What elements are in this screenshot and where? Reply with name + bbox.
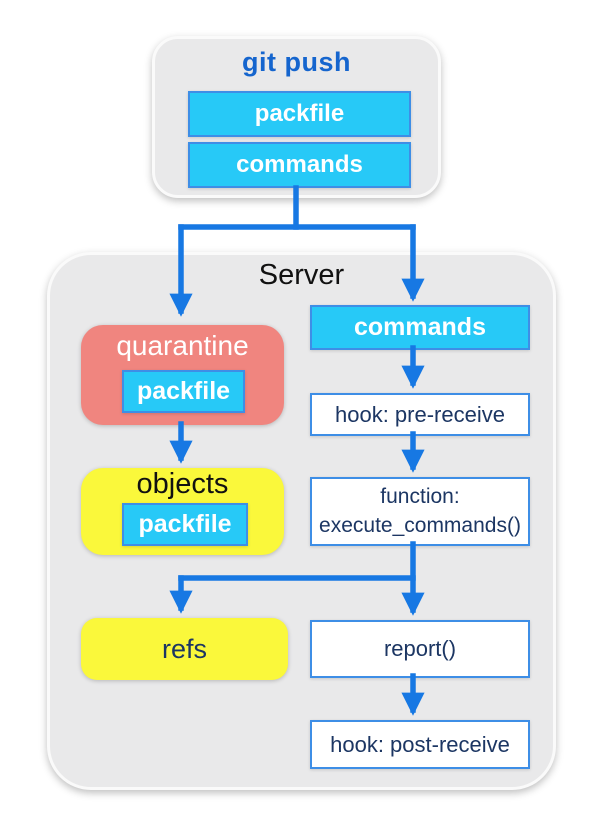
server-commands-box: commands	[310, 305, 530, 350]
server-title: Server	[258, 259, 345, 291]
server-commands-label: commands	[354, 313, 486, 341]
client-title: git push	[242, 47, 351, 77]
objects-label: objects	[136, 468, 229, 500]
execute-commands-box: function: execute_commands()	[310, 477, 530, 546]
quarantine-packfile-label: packfile	[136, 377, 231, 405]
hook-post-receive-box: hook: post-receive	[310, 720, 530, 769]
hook-pre-receive-label: hook: pre-receive	[335, 401, 505, 427]
hook-post-receive-label: hook: post-receive	[330, 731, 510, 757]
objects-packfile-box: packfile	[122, 503, 248, 546]
report-label: report()	[383, 636, 457, 661]
refs-label: refs	[161, 633, 207, 664]
client-packfile-label: packfile	[254, 100, 345, 127]
client-commands-box: commands	[188, 142, 411, 188]
function-label-line1: function:	[380, 485, 460, 509]
quarantine-box: quarantine packfile	[81, 325, 284, 425]
hook-pre-receive-box: hook: pre-receive	[310, 393, 530, 436]
client-commands-label: commands	[236, 151, 363, 178]
report-box: report()	[310, 620, 530, 678]
quarantine-packfile-box: packfile	[122, 370, 245, 413]
client-packfile-box: packfile	[188, 91, 411, 137]
refs-box: refs	[81, 618, 288, 680]
server-group: Server quarantine packfile objects packf…	[47, 252, 556, 790]
quarantine-label: quarantine	[116, 330, 249, 361]
objects-box: objects packfile	[81, 468, 284, 555]
function-label-line2: execute_commands()	[319, 513, 521, 537]
client-git-push-group: git push packfile commands	[152, 36, 441, 198]
objects-packfile-label: packfile	[138, 510, 232, 538]
